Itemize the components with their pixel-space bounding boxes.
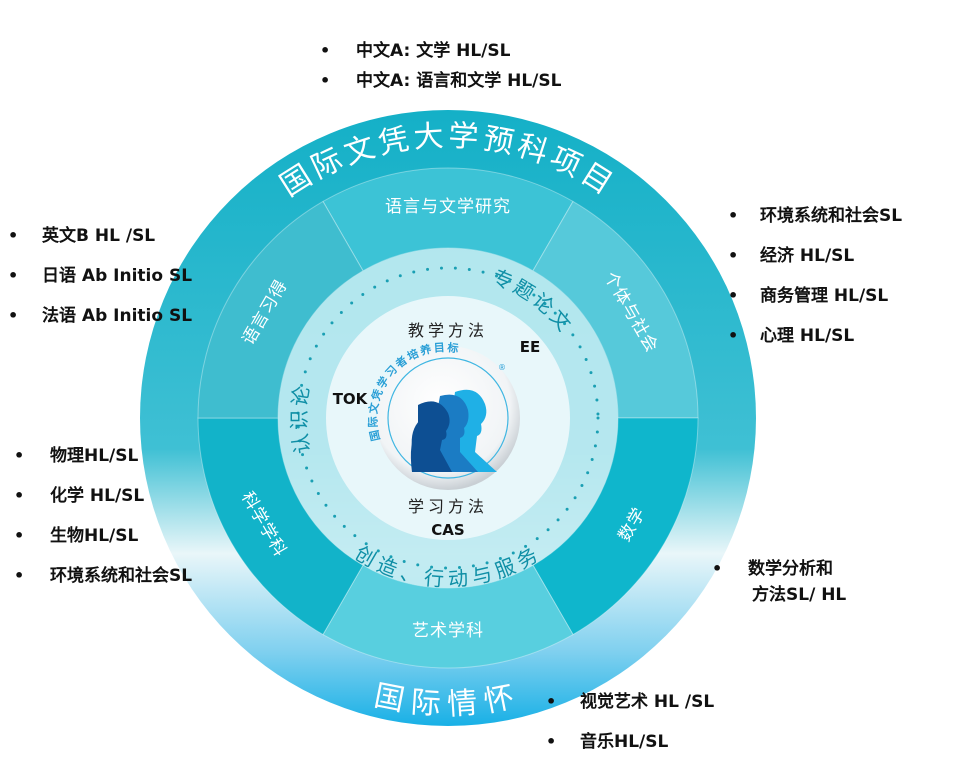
bullet-icon: • [320,71,331,90]
registered-mark: ® [498,363,506,372]
logo-ring [387,357,509,479]
bullet-icon: • [728,326,739,345]
bullet-icon: • [14,446,25,465]
bullet-icon: • [728,286,739,305]
course-name: 经济 HL/SL [760,246,855,266]
individuals-course-list: • 环境系统和社会SL • 经济 HL/SL • 商务管理 HL/SL • 心理 HL/SL [728,196,902,356]
core-tok-label: 认识论 [287,381,315,456]
tok-abbr: TOK [333,390,369,408]
course-name: 中文A: 语言和文学 HL/SL [356,71,562,91]
learner-silhouettes-icon [410,389,497,472]
cas-abbr: CAS [431,521,464,539]
subject-label: 语言与文学研究 [385,197,511,217]
course-item: • 中文A: 语言和文学 HL/SL [320,66,561,96]
core-dotted-circle [296,266,600,570]
course-item: • 日语 Ab Initio SL [8,256,192,296]
course-item: • 生物HL/SL [14,516,192,556]
bullet-icon: • [546,692,557,711]
bullet-icon: • [546,732,557,751]
bullet-icon: • [8,226,19,245]
course-item: • 化学 HL/SL [14,476,192,516]
course-item: • 物理HL/SL [14,436,192,476]
subject-label: 艺术学科 [412,621,484,641]
course-name: 生物HL/SL [50,526,139,546]
bullet-icon: • [728,206,739,225]
course-item: • 经济 HL/SL [728,236,902,276]
course-name: 视觉艺术 HL /SL [580,692,715,712]
course-item: • 英文B HL /SL [8,216,192,256]
course-item: • 商务管理 HL/SL [728,276,902,316]
bullet-icon: • [8,266,19,285]
lang-acq-course-list: • 英文B HL /SL • 日语 Ab Initio SL • 法语 Ab Initio… [8,216,192,336]
course-item: • 环境系统和社会SL [728,196,902,236]
course-name: 日语 Ab Initio SL [42,266,193,286]
sciences-course-list: • 物理HL/SL • 化学 HL/SL • 生物HL/SL • 环境系统和社会SL [14,436,192,596]
lang-lit-course-list: • 中文A: 文学 HL/SL • 中文A: 语言和文学 HL/SL [320,36,561,96]
course-item: 方法SL/ HL [712,582,846,608]
course-name: 数学分析和 [748,559,833,579]
course-name: 化学 HL/SL [50,486,145,506]
math-course-list: • 数学分析和方法SL/ HL [712,556,846,608]
course-name: 英文B HL /SL [42,226,156,246]
course-item: • 数学分析和 [712,556,846,582]
course-name: 法语 Ab Initio SL [42,306,193,326]
teaching-approaches-label: 教学方法 [408,321,488,340]
course-name: 音乐HL/SL [580,732,669,752]
course-item: • 法语 Ab Initio SL [8,296,192,336]
bullet-icon: • [712,559,723,578]
course-name: 心理 HL/SL [760,326,855,346]
course-name: 环境系统和社会SL [760,206,903,226]
bullet-icon: • [8,306,19,325]
course-item: • 环境系统和社会SL [14,556,192,596]
arts-course-list: • 视觉艺术 HL /SL • 音乐HL/SL [546,682,714,762]
course-name: 方法SL/ HL [752,585,847,605]
learning-approaches-label: 学习方法 [408,497,488,516]
bullet-icon: • [320,41,331,60]
bullet-icon: • [14,566,25,585]
course-item: • 视觉艺术 HL /SL [546,682,714,722]
bullet-icon: • [728,246,739,265]
course-item: • 中文A: 文学 HL/SL [320,36,561,66]
bullet-icon: • [14,526,25,545]
bullet-icon: • [14,486,25,505]
course-item: • 音乐HL/SL [546,722,714,762]
ee-abbr: EE [520,338,541,356]
course-name: 中文A: 文学 HL/SL [356,41,511,61]
course-name: 环境系统和社会SL [50,566,193,586]
course-name: 商务管理 HL/SL [760,286,889,306]
course-name: 物理HL/SL [50,446,139,466]
course-item: • 心理 HL/SL [728,316,902,356]
